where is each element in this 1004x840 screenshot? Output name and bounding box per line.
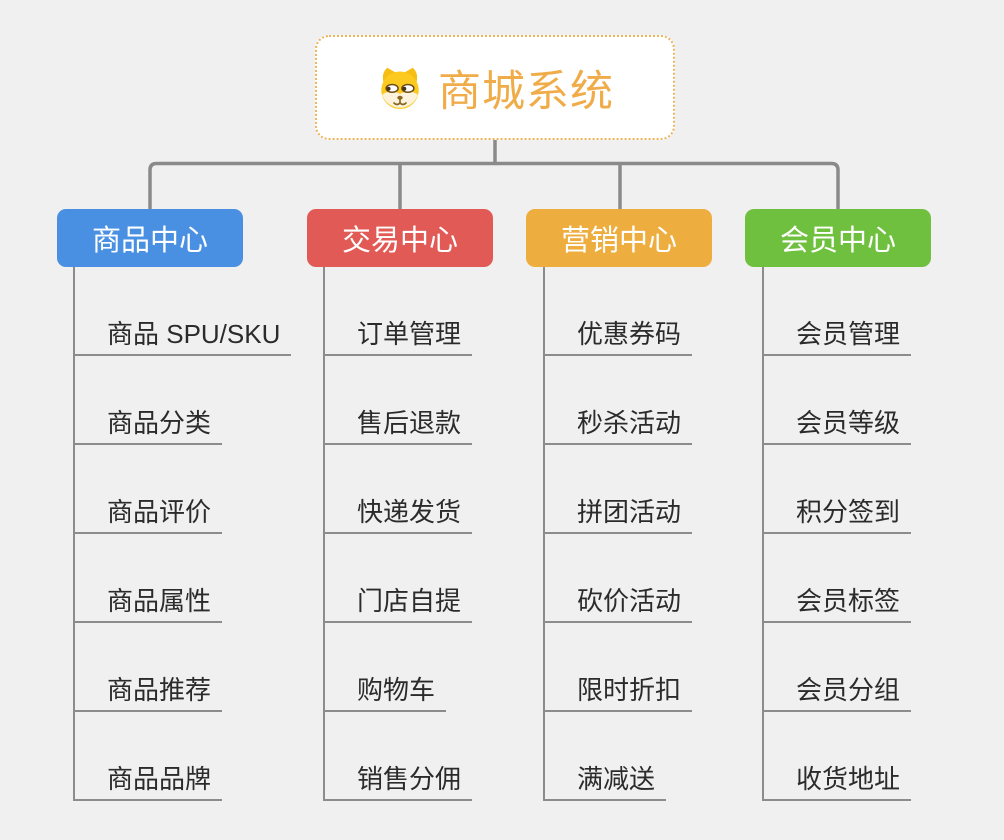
child-node-order-management[interactable]: 订单管理 [323,267,473,356]
branch-node-marketing-center[interactable]: 营销中心 [526,209,712,267]
child-node-product-recommend[interactable]: 商品推荐 [73,623,223,712]
child-node-coupon-code[interactable]: 优惠券码 [543,267,693,356]
child-node-product-review[interactable]: 商品评价 [73,445,223,534]
root-node-label: 商城系统 [438,67,614,116]
child-node-product-category[interactable]: 商品分类 [73,356,223,445]
child-node-store-pickup[interactable]: 门店自提 [323,534,473,623]
child-node-limited-time-discount[interactable]: 限时折扣 [543,623,693,712]
branch-children-trade: 订单管理 售后退款 快递发货 门店自提 购物车 销售分佣 [323,267,473,801]
child-node-member-tag[interactable]: 会员标签 [762,534,912,623]
root-node[interactable]: 商城系统 [315,35,675,140]
child-node-product-spu-sku[interactable]: 商品 SPU/SKU [73,267,292,356]
branch-rail [148,161,840,209]
child-node-shopping-cart[interactable]: 购物车 [323,623,447,712]
branch-children-member: 会员管理 会员等级 积分签到 会员标签 会员分组 收货地址 [762,267,912,801]
child-node-member-group[interactable]: 会员分组 [762,623,912,712]
child-node-member-management[interactable]: 会员管理 [762,267,912,356]
child-node-sales-commission[interactable]: 销售分佣 [323,712,473,801]
child-node-bargain-activity[interactable]: 砍价活动 [543,534,693,623]
child-node-product-attribute[interactable]: 商品属性 [73,534,223,623]
dog-face-icon [381,67,419,109]
child-node-express-delivery[interactable]: 快递发货 [323,445,473,534]
child-node-after-sales-refund[interactable]: 售后退款 [323,356,473,445]
branch-children-marketing: 优惠券码 秒杀活动 拼团活动 砍价活动 限时折扣 满减送 [543,267,693,801]
child-node-full-reduction[interactable]: 满减送 [543,712,667,801]
branch-node-product-center[interactable]: 商品中心 [57,209,243,267]
branch-children-product: 商品 SPU/SKU 商品分类 商品评价 商品属性 商品推荐 商品品牌 [73,267,292,801]
branch-node-member-center[interactable]: 会员中心 [745,209,931,267]
child-node-shipping-address[interactable]: 收货地址 [762,712,912,801]
child-node-points-checkin[interactable]: 积分签到 [762,445,912,534]
branch-node-trade-center[interactable]: 交易中心 [307,209,493,267]
child-node-flash-sale[interactable]: 秒杀活动 [543,356,693,445]
child-node-group-buy[interactable]: 拼团活动 [543,445,693,534]
child-node-product-brand[interactable]: 商品品牌 [73,712,223,801]
child-node-member-level[interactable]: 会员等级 [762,356,912,445]
